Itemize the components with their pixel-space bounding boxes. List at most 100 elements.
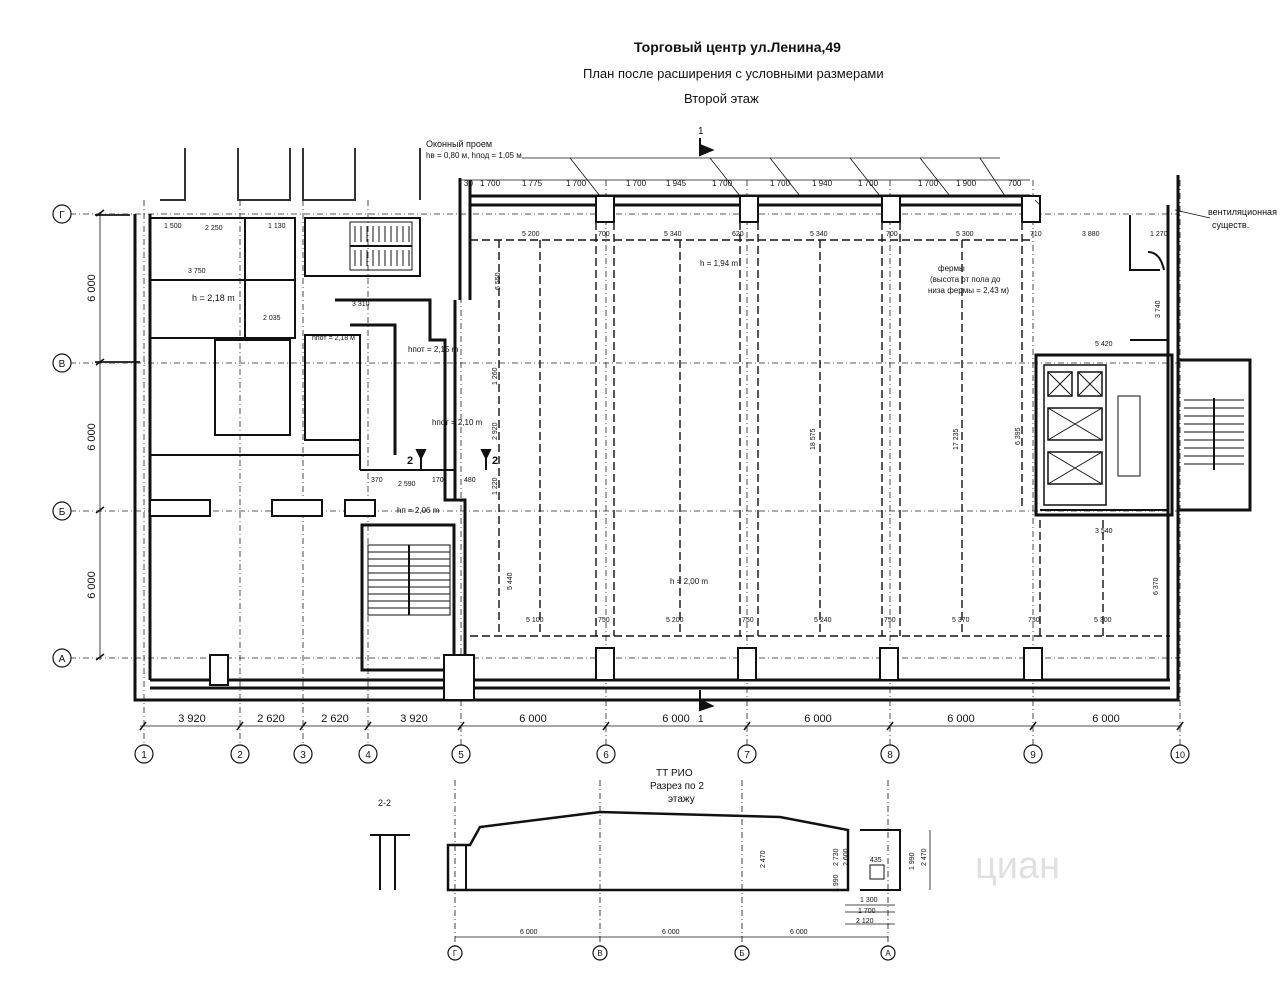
- left-dim-4: 2 035: [263, 315, 281, 322]
- section-axis-B: Б: [739, 949, 744, 958]
- vert-dim-9: 3 740: [1155, 300, 1162, 318]
- section-axis-G: Г: [453, 949, 458, 958]
- top-dim-1: 1 700: [480, 179, 501, 188]
- col-dim-8: 6 000: [947, 713, 975, 725]
- vert-dim-8: 6 370: [1153, 577, 1160, 595]
- trusses-label-3: низа фермы = 2,43 м): [928, 286, 1009, 295]
- inner-top-dim-6: 5 300: [956, 231, 974, 238]
- top-dim-12: 700: [1008, 179, 1022, 188]
- col-dim-5: 6 000: [519, 713, 547, 725]
- height-215: hпот = 2,15 m: [408, 345, 459, 354]
- left-dim-0: 2 250: [205, 225, 223, 232]
- inner-bottom-dim-7: 730: [1028, 617, 1040, 624]
- trusses-label-2: (высота от пола до: [930, 275, 1001, 284]
- col-axis-5: 5: [458, 750, 464, 761]
- row-axis-G: Г: [59, 210, 65, 221]
- top-dim-4: 1 700: [626, 179, 647, 188]
- vert-dim-3: 1 220: [492, 477, 499, 495]
- row-axis-bubbles: [52, 204, 72, 668]
- col-dim-1: 3 920: [178, 713, 206, 725]
- top-dim-2: 1 775: [522, 179, 543, 188]
- misc-dim-0: 5 420: [1095, 341, 1113, 348]
- ventilation-label-2: существ.: [1212, 220, 1249, 230]
- section-title-1: ТТ РИО: [656, 768, 693, 779]
- section-dim-r2: 2 120: [856, 918, 874, 925]
- col-axis-7: 7: [744, 750, 750, 761]
- vert-dim-2: 2 920: [492, 422, 499, 440]
- inner-bottom-dim-4: 5 240: [814, 617, 832, 624]
- inner-bottom-dim-0: 5 100: [526, 617, 544, 624]
- section-dim-r1: 1 700: [858, 908, 876, 915]
- trusses-label-1: фермы: [938, 264, 965, 273]
- neighbour-buildings: [95, 148, 421, 363]
- top-dim-5: 1 945: [666, 179, 687, 188]
- section-title-2: Разрез по 2: [650, 781, 704, 792]
- height-room-218: h = 2,18 m: [192, 293, 235, 303]
- inner-top-dim-8: 3 880: [1082, 231, 1100, 238]
- col-axis-4: 4: [365, 750, 371, 761]
- lift-core: [1034, 353, 1174, 517]
- top-dim-7: 1 700: [770, 179, 791, 188]
- left-rooms: [149, 217, 455, 686]
- corridor-walls: [335, 298, 467, 680]
- height-corr-218: hпот = 2,18 м: [312, 335, 355, 342]
- inner-top-dim-4: 5 340: [810, 231, 828, 238]
- col-axis-6: 6: [603, 750, 609, 761]
- vert-dim-5: 18 575: [810, 428, 817, 450]
- floor-label: Второй этаж: [684, 91, 759, 106]
- top-dim-10: 1 700: [918, 179, 939, 188]
- dimension-lines: [99, 179, 1182, 727]
- col-axis-10: 10: [1175, 750, 1185, 760]
- vert-dim-7: 6 395: [1015, 427, 1022, 445]
- vert-dim-0: 6 550: [495, 272, 502, 290]
- section-dim-v2: 2 600: [843, 848, 850, 866]
- inner-top-dim-1: 700: [598, 231, 610, 238]
- left-dim-3: 1 130: [268, 223, 286, 230]
- section-2-2-drawing: [370, 780, 931, 950]
- left-dim-8: 170: [432, 477, 444, 484]
- section-mark-2-right: 2: [492, 455, 498, 467]
- section-dim-r0: 1 300: [860, 897, 878, 904]
- section-mark-2-left: 2: [407, 455, 413, 467]
- dimension-ticks: [95, 209, 1184, 731]
- col-axis-1: 1: [141, 750, 147, 761]
- section-dim-b1: 6 000: [662, 929, 680, 936]
- inner-top-dim-7: 710: [1030, 231, 1042, 238]
- window-opening-dims: hв = 0,80 м, hпод = 1,05 м: [426, 151, 522, 160]
- top-dim-11: 1 900: [956, 179, 977, 188]
- top-dim-3: 1 700: [566, 179, 587, 188]
- left-dim-9: 480: [464, 477, 476, 484]
- row-dim-1: 6 000: [86, 274, 98, 302]
- stair-lower-left: [360, 523, 456, 672]
- ventilation-label-1: вентиляционная: [1208, 207, 1277, 217]
- axis-grid: [70, 180, 1181, 745]
- col-axis-9: 9: [1030, 750, 1036, 761]
- inner-top-dim-5: 700: [886, 231, 898, 238]
- window-leaders: [522, 157, 1211, 219]
- col-axis-8: 8: [887, 750, 893, 761]
- inner-top-dim-3: 620: [732, 231, 744, 238]
- row-dim-3: 6 000: [86, 571, 98, 599]
- inner-bottom-dim-1: 750: [598, 617, 610, 624]
- inner-bottom-dim-8: 5 300: [1094, 617, 1112, 624]
- row-axis-A: А: [59, 654, 66, 665]
- wall-piers: [443, 195, 1043, 701]
- top-dim-6: 1 700: [712, 179, 733, 188]
- misc-dim-1: 3 540: [1095, 528, 1113, 535]
- col-dim-7: 6 000: [804, 713, 832, 725]
- left-dim-7: 370: [371, 477, 383, 484]
- section-dim-v0: 2 470: [760, 850, 767, 868]
- row-axis-B: Б: [59, 507, 66, 518]
- section-axis-bubbles: [447, 945, 896, 961]
- plan-title: Торговый центр ул.Ленина,49: [634, 39, 841, 55]
- section-dim-v4: 435: [870, 857, 882, 864]
- inner-top-dim-9: 1 270: [1150, 231, 1168, 238]
- vert-dim-6: 17 235: [953, 428, 960, 450]
- top-dim-9: 1 700: [858, 179, 879, 188]
- window-opening-title: Оконный проем: [426, 139, 492, 149]
- col-dim-6: 6 000: [662, 713, 690, 725]
- col-axis-3: 3: [300, 750, 306, 761]
- left-dim-2: 1 500: [164, 223, 182, 230]
- col-dim-2: 2 620: [257, 713, 285, 725]
- section-dim-v5: 1 990: [909, 852, 916, 870]
